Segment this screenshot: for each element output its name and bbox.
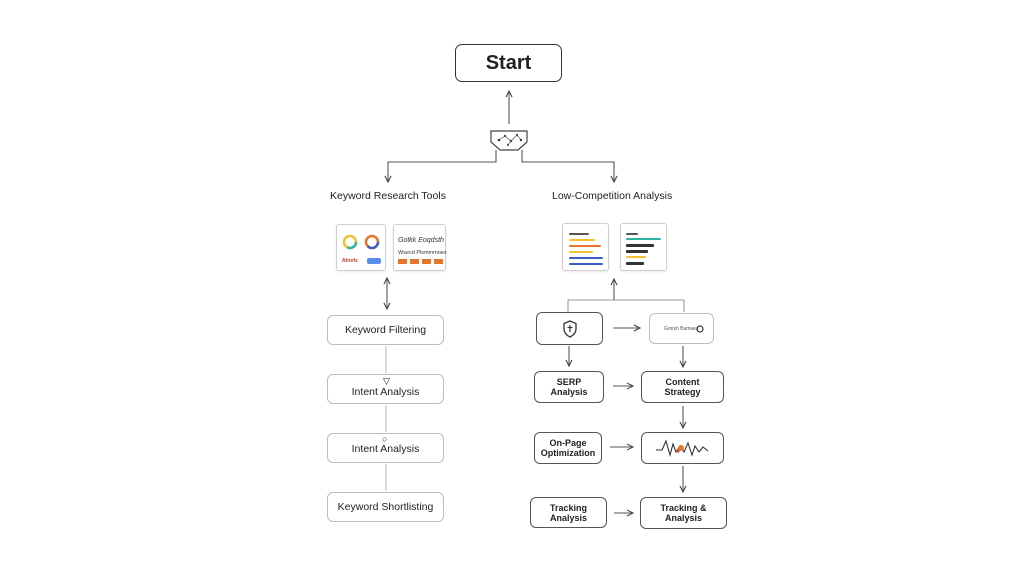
tool-card-a[interactable]: Ahrefs bbox=[336, 224, 386, 271]
tool-card-b-line2: Wsecd Plsmmmoes bbox=[398, 250, 447, 256]
content-strategy-node[interactable]: Content Strategy bbox=[641, 371, 724, 403]
on-page-optimization-node[interactable]: On-Page Optimization bbox=[534, 432, 602, 464]
tool-logo-icon bbox=[342, 234, 380, 250]
tracking-analysis-label: Tracking Analysis bbox=[549, 502, 588, 523]
waveform-node[interactable] bbox=[641, 432, 724, 464]
analysis-card-b-bar-2 bbox=[626, 238, 661, 240]
intent-analysis-label-2: Intent Analysis bbox=[351, 442, 420, 455]
connector-bracket bbox=[567, 299, 685, 312]
tracking-and-analysis-node[interactable]: Tracking & Analysis bbox=[640, 497, 727, 529]
on-page-optimization-label: On-Page Optimization bbox=[540, 438, 596, 458]
intent-analysis-label-1: Intent Analysis bbox=[351, 386, 420, 398]
pill-node[interactable]: Gonsh Bamaes bbox=[649, 313, 714, 344]
tool-card-b-chip-1 bbox=[398, 259, 407, 264]
keyword-filtering-label: Keyword Filtering bbox=[344, 324, 427, 336]
analysis-card-a[interactable] bbox=[562, 223, 609, 271]
connector-left-branch bbox=[388, 150, 497, 182]
decision-network-icon bbox=[490, 130, 528, 151]
tool-card-b[interactable]: Gotkk Eoqdsth Wsecd Plsmmmoes bbox=[393, 224, 447, 271]
intent-analysis-node-1[interactable]: ▽ Intent Analysis bbox=[327, 374, 444, 404]
analysis-card-a-bar-4 bbox=[569, 251, 593, 253]
keyword-research-tools-heading: Keyword Research Tools bbox=[330, 190, 446, 202]
tracking-and-analysis-label: Tracking & Analysis bbox=[660, 503, 707, 523]
serp-analysis-label: SERP Analysis bbox=[550, 377, 588, 397]
analysis-card-b-bar-6 bbox=[626, 262, 644, 265]
tool-card-a-button bbox=[367, 258, 381, 264]
pin-icon: ○ bbox=[382, 434, 388, 444]
analysis-card-a-bar-5 bbox=[569, 257, 603, 259]
circle-icon bbox=[696, 325, 704, 333]
tool-card-b-chip-2 bbox=[410, 259, 419, 264]
tool-card-a-tag: Ahrefs bbox=[342, 258, 358, 264]
content-strategy-label: Content Strategy bbox=[664, 377, 701, 397]
shield-icon bbox=[562, 319, 577, 338]
analysis-card-b-bar-4 bbox=[626, 250, 648, 253]
connector-right-branch bbox=[521, 150, 614, 182]
intent-analysis-node-2[interactable]: ○ Intent Analysis bbox=[327, 433, 444, 463]
tracking-analysis-node[interactable]: Tracking Analysis bbox=[530, 497, 607, 528]
analysis-card-b-bar-5 bbox=[626, 256, 646, 258]
funnel-icon: ▽ bbox=[383, 376, 390, 386]
tool-card-b-line1: Gotkk Eoqdsth bbox=[398, 237, 444, 244]
tool-card-b-chip-3 bbox=[422, 259, 431, 264]
analysis-card-b-bar-1 bbox=[626, 233, 638, 235]
keyword-filtering-node[interactable]: Keyword Filtering bbox=[327, 315, 444, 345]
analysis-card-a-bar-3 bbox=[569, 245, 601, 247]
analysis-card-a-bar-2 bbox=[569, 239, 595, 241]
start-label: Start bbox=[485, 51, 532, 74]
analysis-card-b[interactable] bbox=[620, 223, 667, 271]
keyword-shortlisting-node[interactable]: Keyword Shortlisting bbox=[327, 492, 444, 522]
serp-analysis-node[interactable]: SERP Analysis bbox=[534, 371, 604, 403]
shield-node[interactable] bbox=[536, 312, 603, 345]
low-competition-analysis-heading: Low-Competition Analysis bbox=[552, 190, 673, 202]
keyword-shortlisting-label: Keyword Shortlisting bbox=[337, 501, 434, 513]
analysis-card-a-bar-1 bbox=[569, 233, 589, 235]
analysis-card-a-bar-6 bbox=[569, 263, 603, 265]
pill-label: Gonsh Bamaes bbox=[664, 325, 699, 332]
start-node[interactable]: Start bbox=[455, 44, 562, 82]
tool-card-b-chip-4 bbox=[434, 259, 443, 264]
waveform-icon bbox=[656, 439, 709, 458]
analysis-card-b-bar-3 bbox=[626, 244, 654, 247]
